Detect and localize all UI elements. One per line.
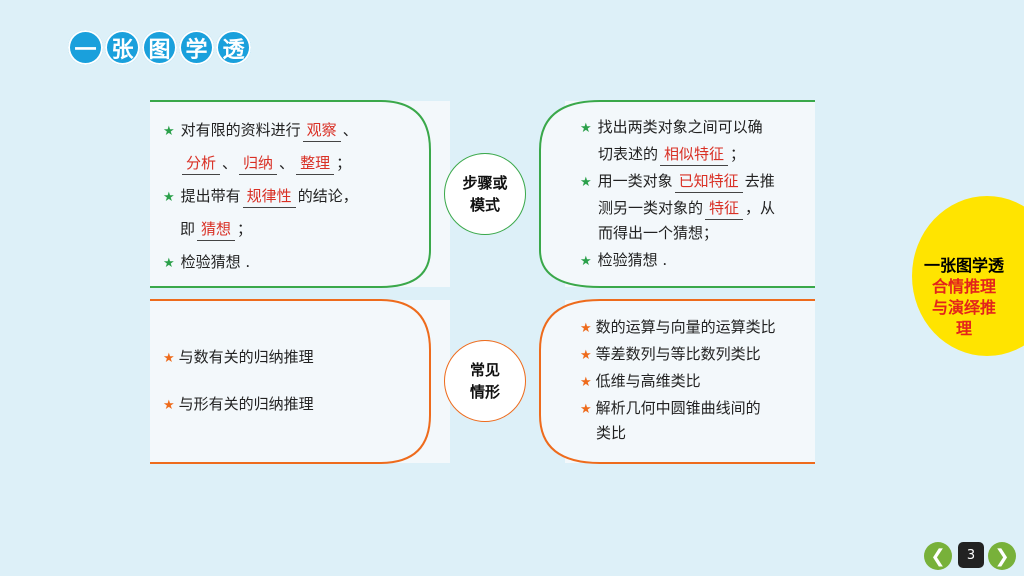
top-left-line-4: 即猜想； bbox=[180, 212, 252, 246]
bottom-right-item-2: ★等差数列与等比数列类比 bbox=[580, 345, 761, 363]
star-icon: ★ bbox=[580, 375, 592, 390]
side-badge-line: 一张图学透 bbox=[923, 256, 1004, 275]
top-right-line-6: ★检验猜想 . bbox=[580, 251, 668, 269]
answer-blank: 相似特征 bbox=[660, 143, 729, 166]
logo: 一 张 图 学 透 bbox=[68, 30, 251, 65]
bottom-right-item-1: ★数的运算与向量的运算类比 bbox=[580, 318, 776, 336]
bottom-right-item-3: ★低维与高维类比 bbox=[580, 372, 701, 390]
star-icon: ★ bbox=[163, 398, 175, 413]
top-left-line-5: ★检验猜想 . bbox=[163, 253, 251, 271]
star-icon: ★ bbox=[580, 254, 592, 269]
bottom-left-item-2: ★与形有关的归纳推理 bbox=[163, 395, 314, 413]
answer-blank: 特征 bbox=[705, 197, 744, 220]
side-badge-line: 理 bbox=[955, 319, 972, 338]
star-icon: ★ bbox=[163, 351, 175, 366]
side-badge bbox=[912, 196, 1024, 356]
hub-line: 步骤或 bbox=[462, 174, 508, 192]
top-left-line-1: ★对有限的资料进行观察、 bbox=[163, 113, 358, 149]
answer-blank: 观察 bbox=[302, 119, 341, 142]
side-badge-line: 与演绎推 bbox=[931, 298, 996, 317]
next-page-button[interactable]: ❯ bbox=[988, 542, 1016, 570]
logo-char: 学 bbox=[179, 30, 214, 65]
hub-line: 模式 bbox=[469, 196, 500, 214]
star-icon: ★ bbox=[580, 321, 592, 336]
star-icon: ★ bbox=[580, 402, 592, 417]
logo-char: 透 bbox=[216, 30, 251, 65]
bottom-left-panel bbox=[150, 300, 450, 463]
top-right-line-4: 测另一类对象的特征，从 bbox=[598, 191, 775, 225]
bottom-hub: 常见 情形 bbox=[445, 341, 525, 421]
bottom-right-item-4-cont: 类比 bbox=[596, 424, 627, 442]
bottom-right-item-4: ★解析几何中圆锥曲线间的 bbox=[580, 399, 761, 417]
star-icon: ★ bbox=[163, 256, 175, 271]
top-right-line-2: 切表述的相似特征； bbox=[598, 137, 745, 171]
top-right-line-5: 而得出一个猜想； bbox=[598, 224, 719, 242]
side-badge-text: 一张图学透 合情推理 与演绎推 理 bbox=[918, 255, 1010, 339]
answer-blank: 归纳 bbox=[239, 152, 278, 175]
page-number: 3 bbox=[958, 542, 984, 568]
answer-blank: 规律性 bbox=[242, 185, 296, 208]
star-icon: ★ bbox=[580, 348, 592, 363]
answer-blank: 已知特征 bbox=[674, 170, 743, 193]
answer-blank: 分析 bbox=[182, 152, 221, 175]
bottom-left-item-1: ★与数有关的归纳推理 bbox=[163, 348, 314, 366]
logo-char: 一 bbox=[68, 30, 103, 65]
top-right-line-3: ★用一类对象已知特征去推 bbox=[580, 164, 775, 200]
top-right-line-1: ★找出两类对象之间可以确 bbox=[580, 118, 763, 136]
top-left-line-2: 分析、归纳、整理； bbox=[180, 146, 351, 180]
top-left-line-3: ★提出带有规律性的结论， bbox=[163, 179, 358, 215]
answer-blank: 整理 bbox=[296, 152, 335, 175]
logo-char: 图 bbox=[142, 30, 177, 65]
hub-line: 情形 bbox=[469, 383, 500, 401]
hub-line: 常见 bbox=[469, 361, 500, 379]
star-icon: ★ bbox=[580, 121, 592, 136]
star-icon: ★ bbox=[580, 175, 592, 190]
answer-blank: 猜想 bbox=[197, 218, 236, 241]
star-icon: ★ bbox=[163, 124, 175, 139]
side-badge-line: 合情推理 bbox=[931, 277, 996, 296]
logo-char: 张 bbox=[105, 30, 140, 65]
star-icon: ★ bbox=[163, 190, 175, 205]
top-hub: 步骤或 模式 bbox=[445, 154, 525, 234]
prev-page-button[interactable]: ❮ bbox=[924, 542, 952, 570]
